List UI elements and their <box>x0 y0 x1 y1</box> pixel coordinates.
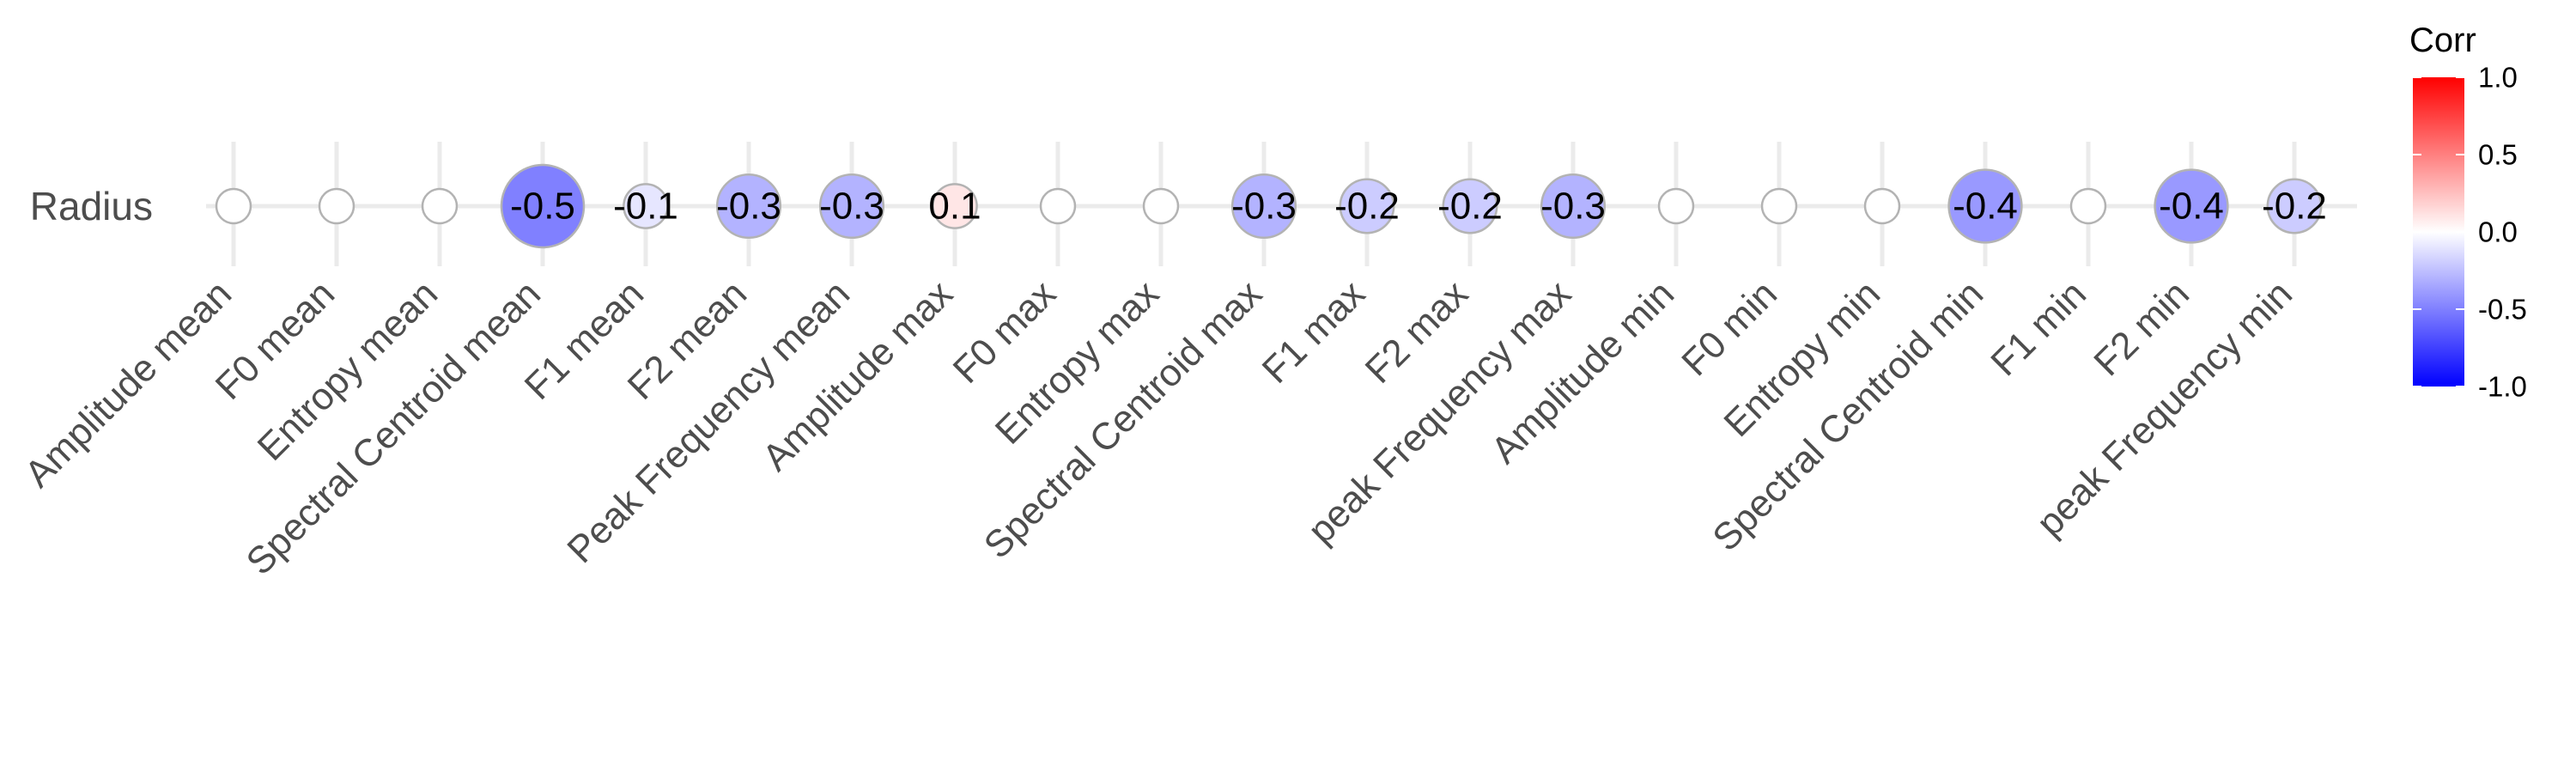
x-tick-label: Entropy mean <box>250 272 446 468</box>
x-tick-label: F1 min <box>1983 272 2094 384</box>
correlation-circle <box>1760 187 1798 225</box>
correlation-circle <box>500 163 586 249</box>
correlation-circle <box>715 173 782 240</box>
legend-tick-label: 0.0 <box>2478 216 2518 248</box>
correlation-cells <box>215 163 2323 249</box>
legend-tick-label: -0.5 <box>2478 294 2527 326</box>
correlation-circle <box>1863 187 1901 225</box>
color-legend: Corr 1.0 0.5 0.0 -0.5 -1.0 <box>2409 21 2527 403</box>
correlation-value-label: -0.3 <box>819 186 884 228</box>
correlation-circle <box>421 187 459 225</box>
correlation-circle <box>2069 187 2107 225</box>
legend-title: Corr <box>2409 21 2476 59</box>
correlation-circle <box>932 183 978 229</box>
correlation-circle <box>623 183 669 229</box>
legend-tick-label: 0.5 <box>2478 139 2518 171</box>
legend-ticks: 1.0 0.5 0.0 -0.5 -1.0 <box>2413 62 2527 403</box>
correlation-circle <box>1540 173 1607 240</box>
correlation-circle <box>2154 168 2229 244</box>
correlation-circle <box>1339 178 1395 234</box>
correlation-circle <box>1142 187 1180 225</box>
correlation-circle <box>2266 178 2323 234</box>
legend-tick-label: -1.0 <box>2478 371 2527 403</box>
correlation-value-label: -0.4 <box>1953 186 2018 228</box>
correlation-value-label: -0.2 <box>1334 186 1400 228</box>
correlation-value-label: -0.4 <box>2159 186 2224 228</box>
correlation-circle <box>215 187 252 225</box>
correlation-value-label: -0.1 <box>613 186 678 228</box>
y-tick-label: Radius <box>30 184 153 228</box>
correlation-value-label: -0.3 <box>1540 186 1606 228</box>
correlation-value-label: -0.3 <box>1231 186 1297 228</box>
x-tick-label: Amplitude mean <box>17 272 240 495</box>
x-tick-label: Amplitude max <box>755 272 961 478</box>
x-tick-label: Amplitude min <box>1483 272 1682 472</box>
legend-tick-label: 1.0 <box>2478 62 2518 94</box>
correlation-value-label: -0.3 <box>716 186 781 228</box>
correlation-value-label: 0.1 <box>928 186 981 228</box>
correlation-circle <box>1657 187 1695 225</box>
y-axis-tick-labels: Radius <box>30 184 153 228</box>
correlation-circle <box>1039 187 1077 225</box>
correlation-circle <box>818 173 885 240</box>
x-tick-label: F1 max <box>1255 272 1373 391</box>
correlation-circle <box>318 187 355 225</box>
correlation-circle <box>1230 173 1297 240</box>
correlation-circle <box>1442 178 1498 234</box>
correlation-value-label: -0.2 <box>2262 186 2327 228</box>
correlation-value-label: -0.2 <box>1437 186 1503 228</box>
correlation-value-label: -0.5 <box>510 186 575 228</box>
correlation-circle <box>1947 168 2023 244</box>
